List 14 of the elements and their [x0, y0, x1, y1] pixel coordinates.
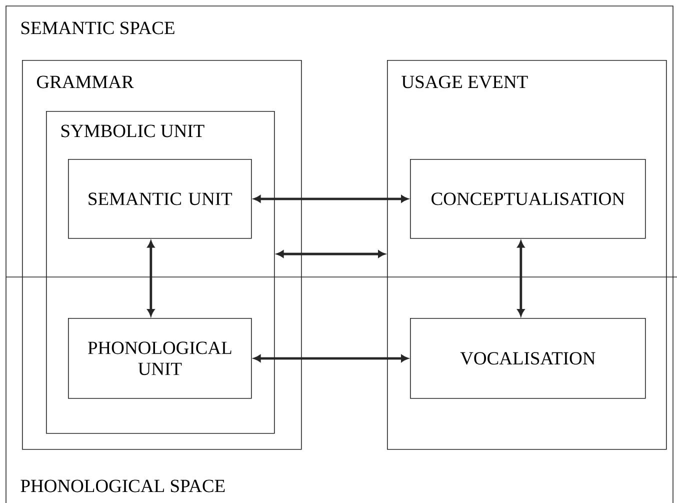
space-label: PHONOLOGICAL SPACE [20, 480, 225, 492]
double-arrow [147, 240, 154, 316]
double-arrow [254, 195, 408, 202]
heading: GRAMMAR [36, 76, 134, 88]
unit-box: SEMANTIC UNIT [68, 159, 252, 239]
space-label: SEMANTIC SPACE [21, 22, 174, 34]
heading: SYMBOLIC UNIT [61, 124, 204, 138]
heading: USAGE EVENT [402, 76, 528, 88]
double-arrow [276, 250, 386, 258]
unit-box: PHONOLOGICAL UNIT [68, 318, 252, 399]
unit-box: CONCEPTUALISATION [410, 159, 646, 239]
double-arrow [517, 240, 524, 316]
unit-box: VOCALISATION [410, 318, 646, 399]
double-arrow [254, 354, 408, 362]
